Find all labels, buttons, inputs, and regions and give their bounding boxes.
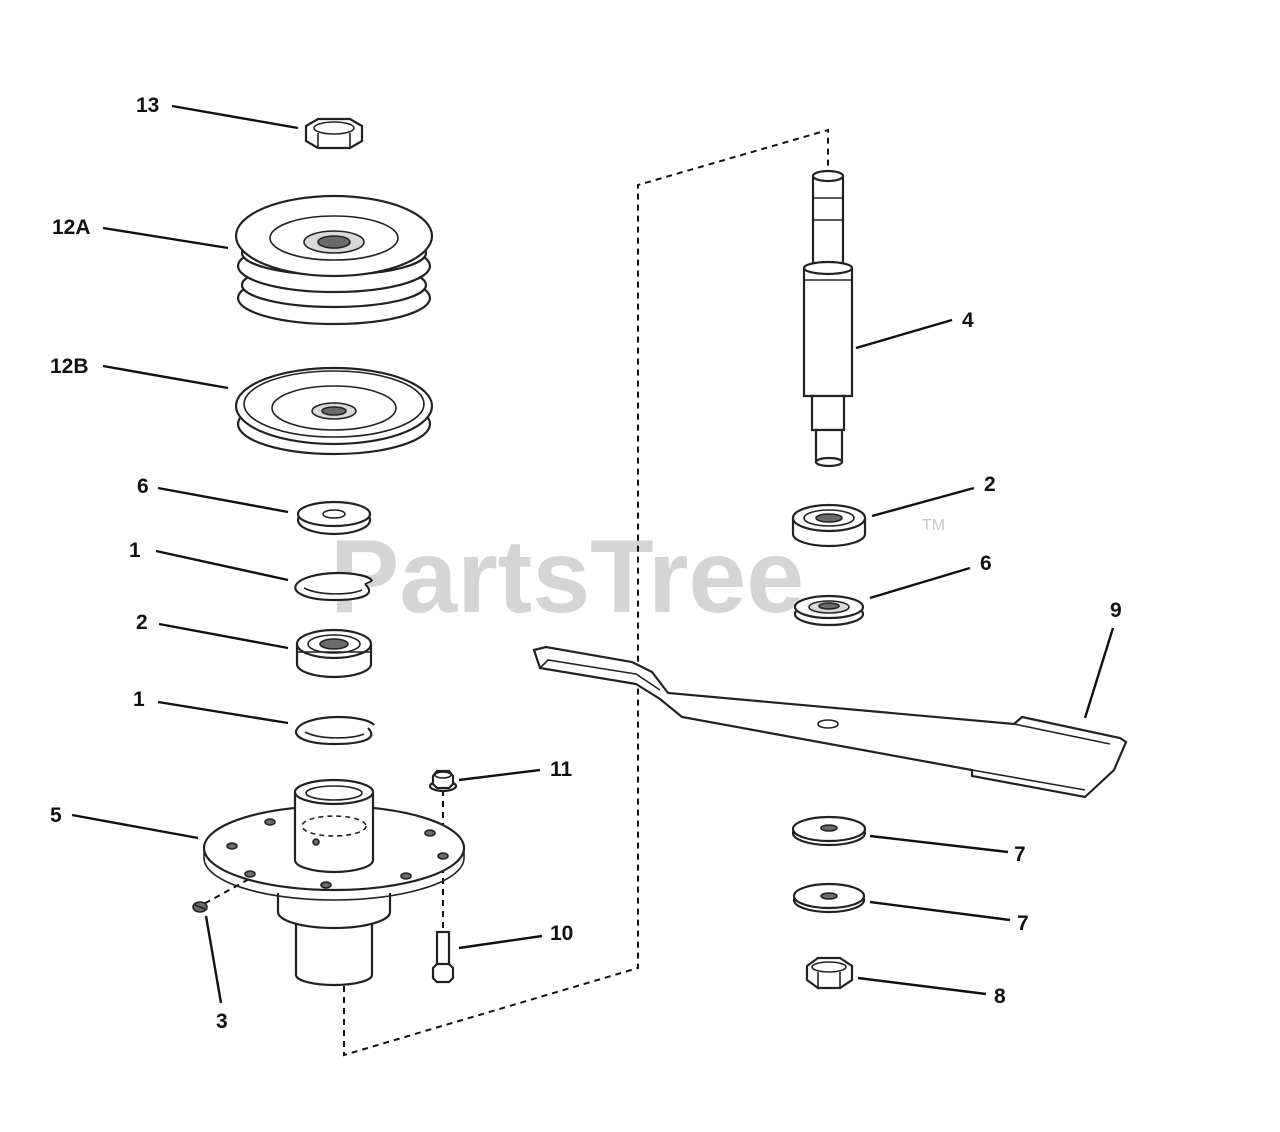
single-pulley-part-12b[interactable] [234, 366, 434, 456]
spacer-part-6-right[interactable] [793, 594, 865, 627]
leader-1-bottom [157, 700, 289, 725]
bolt-part-10[interactable] [431, 930, 455, 984]
leader-6-left [157, 486, 289, 514]
callout-7-top: 7 [1014, 843, 1026, 866]
callout-9: 9 [1110, 599, 1122, 622]
set-screw-part-3[interactable] [192, 901, 208, 913]
mower-blade-part-9[interactable] [532, 645, 1128, 799]
callout-5: 5 [50, 804, 62, 827]
hex-nut-part-8[interactable] [805, 956, 854, 990]
spindle-shaft-part-4[interactable] [802, 169, 854, 468]
callout-6-left: 6 [137, 475, 149, 498]
callout-13: 13 [136, 94, 159, 117]
leader-11 [458, 768, 541, 782]
callout-8: 8 [994, 985, 1006, 1008]
watermark-tm: TM [922, 517, 945, 534]
spacer-washer-part-6-left[interactable] [296, 500, 372, 536]
retaining-ring-part-1-top[interactable] [294, 571, 374, 602]
leader-8 [857, 976, 987, 996]
callout-2-left: 2 [136, 611, 148, 634]
callout-4: 4 [962, 309, 974, 332]
watermark-text: PartsTree [330, 519, 804, 635]
retaining-ring-part-1-bottom[interactable] [294, 715, 375, 746]
callout-7-bottom: 7 [1017, 912, 1029, 935]
leader-1-top [155, 549, 289, 582]
washer-part-7-top[interactable] [791, 815, 867, 847]
callout-1-bottom: 1 [133, 688, 145, 711]
callout-11: 11 [550, 758, 573, 781]
spindle-housing-part-5[interactable] [202, 778, 466, 987]
leader-2-right [871, 486, 975, 518]
flange-nut-part-11[interactable] [428, 769, 458, 793]
leader-12a [102, 226, 229, 250]
leader-13 [171, 104, 299, 130]
callout-12b: 12B [50, 355, 89, 378]
callout-2-right: 2 [984, 473, 996, 496]
leader-5 [71, 813, 199, 840]
callout-6-right: 6 [980, 552, 992, 575]
assembly-path-dashed [343, 128, 829, 1057]
leader-12b [102, 364, 229, 390]
leader-6-right [869, 566, 971, 600]
callout-1-top: 1 [129, 539, 141, 562]
hex-nut-part-13[interactable] [304, 117, 364, 150]
leader-7-top [869, 834, 1009, 854]
leader-3 [204, 915, 223, 1004]
bearing-part-2-left[interactable] [295, 628, 373, 679]
leader-2-left [158, 622, 289, 650]
double-pulley-part-12a[interactable] [234, 194, 434, 326]
leader-9 [1083, 627, 1115, 719]
leader-7-bottom [869, 900, 1011, 922]
washer-part-7-bottom[interactable] [792, 882, 866, 914]
leader-4 [855, 318, 953, 350]
callout-10: 10 [550, 922, 573, 945]
leader-10 [458, 934, 543, 950]
bearing-part-2-right[interactable] [791, 503, 867, 548]
callout-12a: 12A [52, 216, 91, 239]
callout-3: 3 [216, 1010, 228, 1033]
